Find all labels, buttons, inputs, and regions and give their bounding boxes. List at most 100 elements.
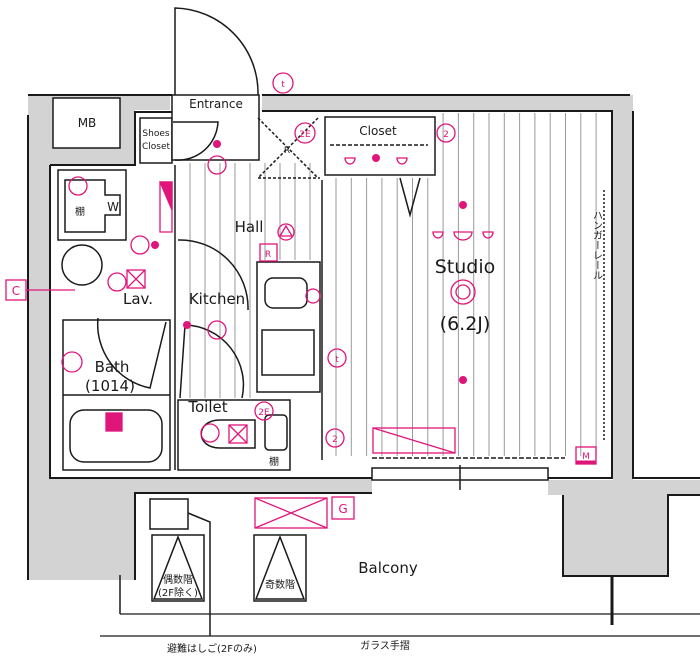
outlet-2e-icon [294, 122, 316, 144]
closet-door-v [399, 177, 421, 218]
label-odd-floors: 奇数階 [265, 578, 295, 591]
r-marker-box [259, 243, 278, 262]
studio-aircon-diag [372, 427, 456, 454]
aircon-outlet-icon [455, 284, 471, 300]
wall-right-column [613, 95, 633, 480]
ceiling-light-icon [459, 376, 467, 384]
aircon-outdoor-unit [254, 497, 328, 529]
hall-downlight-icon [207, 155, 227, 175]
closet-box [324, 116, 436, 176]
mb-box [52, 97, 121, 149]
kitchen-downlight-icon [207, 320, 227, 340]
outline-right-col [632, 111, 700, 479]
label-c-marker: C [12, 284, 20, 298]
bath-fan-icon [105, 412, 123, 432]
outlet-icon [344, 157, 356, 165]
label-tel-outlet: t [281, 80, 285, 90]
even-floor-triangle [152, 534, 204, 600]
outline-interior [50, 110, 613, 479]
storage-r-dashed [257, 117, 320, 179]
label-outlet-2e-toilet: 2E [258, 408, 270, 418]
toilet-tank [264, 414, 288, 451]
label-m-marker: M [582, 452, 590, 462]
wall-right-pier [548, 480, 700, 576]
shoes-closet-door[interactable] [173, 121, 219, 161]
label-storage-r: R [284, 146, 290, 156]
label-toilet: Toilet [187, 398, 227, 416]
entrance-door[interactable] [174, 7, 259, 96]
outlet-2-icon [436, 123, 456, 143]
toilet-light-icon [200, 423, 220, 443]
label-entrance: Entrance [189, 97, 243, 111]
g-marker-box [331, 496, 355, 520]
outlet-2e-icon [68, 176, 88, 196]
ceiling-light-icon [213, 140, 221, 148]
label-bath: Bath [95, 358, 130, 376]
outlet-2e-icon [254, 401, 274, 421]
label-glass-handrail: ガラス手摺 [360, 639, 410, 652]
label-shoes-closet-2: Closet [142, 142, 171, 152]
label-g-marker: G [338, 502, 347, 516]
outlet-icon [482, 231, 494, 239]
toilet-fan-icon [228, 424, 248, 444]
ceiling-light-icon [459, 201, 467, 209]
hall-door[interactable] [177, 239, 249, 311]
fixture-labels: W 棚 棚 ハンガーレール ガラス手摺 避難はしご(2Fのみ) 偶数階 (2F除… [75, 146, 603, 655]
studio-floorboards [335, 113, 597, 456]
wall-top-right [262, 95, 630, 111]
label-tel-outlet-2: t [335, 355, 339, 365]
outlet-2-icon [325, 428, 345, 448]
label-shelf-toilet: 棚 [269, 455, 279, 468]
label-studio-size: (6.2J) [440, 313, 491, 335]
kitchen-counter [256, 261, 321, 393]
entrance-box [171, 94, 260, 161]
label-washer: W [107, 200, 119, 214]
studio-aircon-icon [372, 427, 456, 454]
outlet-icon [432, 231, 444, 239]
room-labels: Entrance MB Shoes Closet Hall Kitchen La… [78, 97, 496, 577]
outline-balcony [134, 492, 700, 580]
label-mb: MB [78, 116, 97, 130]
label-r-marker: R [265, 250, 271, 260]
odd-floor-hatch [253, 534, 307, 602]
kitchen-sink [264, 277, 308, 309]
ceiling-light-icon [372, 154, 380, 162]
label-kitchen: Kitchen [189, 290, 245, 308]
label-bath-size: (1014) [85, 377, 135, 395]
odd-floor-triangle [254, 534, 306, 600]
label-outlet-2b: 2 [332, 435, 338, 445]
m-marker-box [575, 446, 597, 465]
lav-washer-circle [61, 244, 103, 286]
label-shoes-closet-1: Shoes [142, 129, 169, 139]
label-outlet-2e: 2E [299, 130, 311, 140]
hall-floorboards [189, 163, 311, 398]
escape-hatch-box [149, 498, 189, 530]
wall-bottom [28, 478, 372, 580]
label-outlet-2: 2 [443, 130, 449, 140]
ceiling-light-icon [183, 321, 191, 329]
label-closet: Closet [359, 124, 397, 138]
laundry-light-icon [107, 272, 127, 292]
lav-downlight-icon [130, 235, 150, 255]
outlet-icon [396, 157, 408, 165]
escape-ladder-leader [187, 512, 211, 636]
label-shelf-lav: 棚 [75, 205, 85, 218]
label-hall: Hall [235, 218, 264, 236]
vent-fan-icon [126, 269, 146, 289]
bathtub [69, 409, 163, 463]
outlet-icon [453, 231, 473, 241]
exterior-walls [28, 95, 700, 580]
wall-outlines [27, 94, 700, 580]
tel-outlet-icon [272, 72, 294, 94]
wall-left [28, 95, 50, 580]
bath-door[interactable] [96, 317, 167, 389]
interior-partitions [52, 94, 700, 637]
vent-fan-x-icon [126, 269, 146, 289]
label-even-floors: 偶数階 [163, 573, 193, 586]
shoes-closet-box [139, 117, 173, 164]
toilet-door[interactable] [179, 324, 245, 399]
marker-labels: C G M R t t 2 2 2E 2E [12, 80, 590, 516]
label-studio: Studio [435, 256, 496, 278]
aircon-outlet-icon [450, 279, 476, 305]
